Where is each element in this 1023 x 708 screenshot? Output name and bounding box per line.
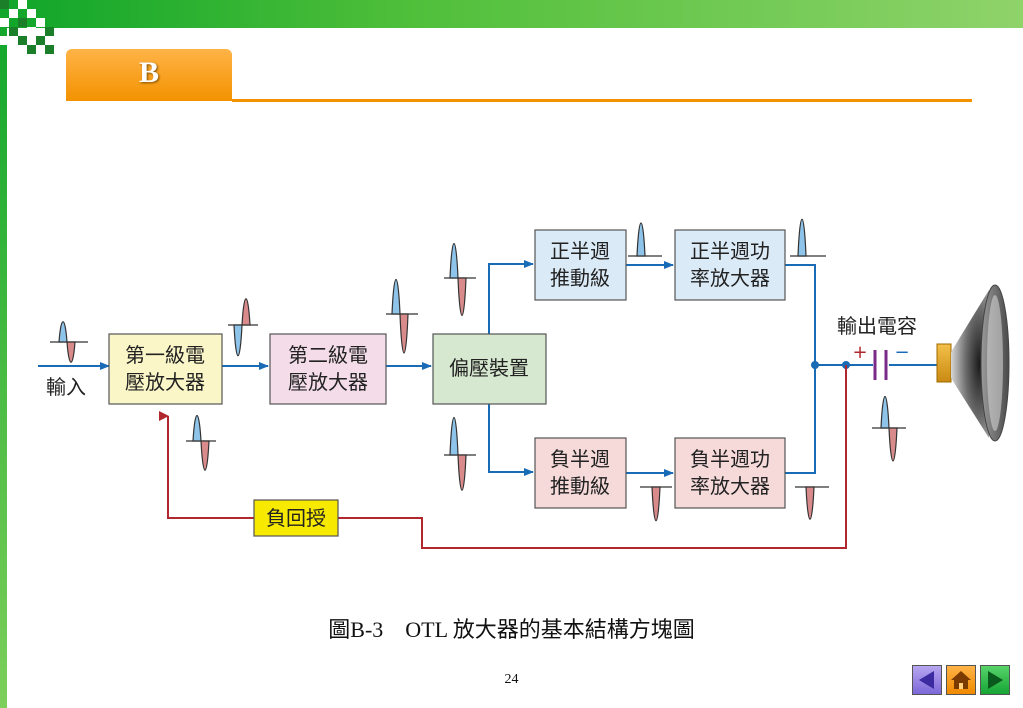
pos-power-label-line1: 正半週功 bbox=[690, 239, 770, 263]
wave-pos-power bbox=[790, 218, 826, 257]
figure-caption: 圖B-3 OTL 放大器的基本結構方塊圖 bbox=[328, 617, 695, 642]
capacitor-plus-sign: + bbox=[852, 342, 867, 363]
section-tab: B bbox=[66, 49, 232, 101]
neg-driver-label-line1: 負半週 bbox=[550, 447, 610, 471]
left-green-bar bbox=[0, 0, 7, 708]
pos-power-label-line2: 率放大器 bbox=[690, 266, 770, 290]
prev-slide-button[interactable] bbox=[912, 665, 942, 695]
next-slide-button[interactable] bbox=[980, 665, 1010, 695]
speaker-icon bbox=[936, 284, 1010, 442]
neg-power-label-line1: 負半週功 bbox=[690, 447, 770, 471]
blocks bbox=[108, 229, 786, 537]
feedback-line-left bbox=[159, 411, 254, 519]
pos-driver-block bbox=[534, 229, 627, 301]
bias-to-neg-driver-arrow bbox=[488, 404, 534, 476]
input-label: 輸入 bbox=[46, 375, 86, 399]
bias-block bbox=[432, 333, 547, 405]
output-join-line bbox=[785, 264, 816, 474]
stage1-label-line2: 壓放大器 bbox=[125, 370, 205, 394]
capacitor-minus-sign: − bbox=[894, 342, 909, 363]
stage2-label-line2: 壓放大器 bbox=[288, 370, 368, 394]
pos-power-block bbox=[674, 229, 786, 301]
stage2-label-line1: 第二級電 bbox=[288, 343, 368, 367]
arrow-left-icon bbox=[919, 671, 934, 689]
wave-stage2-output bbox=[386, 278, 418, 354]
wave-neg-driver bbox=[640, 486, 672, 522]
waveforms bbox=[50, 218, 906, 522]
stage1-label-line1: 第一級電 bbox=[125, 343, 205, 367]
home-button[interactable] bbox=[946, 665, 976, 695]
wave-input-sine bbox=[50, 321, 88, 363]
wave-pos-driver bbox=[628, 222, 662, 257]
wave-feedback bbox=[186, 415, 216, 471]
bias-to-pos-driver-arrow bbox=[488, 260, 534, 334]
pos-driver-label-line2: 推動級 bbox=[550, 266, 610, 290]
wave-output bbox=[872, 395, 906, 462]
section-tab-label: B bbox=[138, 56, 159, 89]
neg-driver-block bbox=[534, 437, 627, 509]
wave-bias-upper bbox=[444, 242, 476, 316]
pos-driver-label-line1: 正半週 bbox=[550, 239, 610, 263]
feedback-line-right bbox=[338, 365, 847, 549]
home-icon bbox=[951, 671, 971, 689]
wave-stage1-output bbox=[228, 298, 258, 357]
feedback-label: 負回授 bbox=[266, 506, 326, 530]
neg-driver-label-line2: 推動級 bbox=[550, 474, 610, 498]
stage1-block bbox=[108, 333, 223, 405]
wave-bias-lower bbox=[444, 417, 476, 491]
stage2-block bbox=[269, 333, 387, 405]
output-junction-dot bbox=[811, 361, 819, 369]
bias-label: 偏壓裝置 bbox=[449, 356, 529, 380]
feedback-block bbox=[253, 499, 339, 537]
wave-neg-power bbox=[795, 486, 829, 520]
title-underline bbox=[232, 99, 972, 102]
feedback-path bbox=[159, 365, 847, 549]
capacitor-label: 輸出電容 bbox=[837, 314, 917, 338]
top-green-bar bbox=[0, 0, 1023, 28]
neg-power-block bbox=[674, 437, 786, 509]
arrow-right-icon bbox=[988, 671, 1003, 689]
page-number: 24 bbox=[504, 672, 519, 687]
neg-power-label-line2: 率放大器 bbox=[690, 474, 770, 498]
output-capacitor bbox=[873, 350, 888, 380]
